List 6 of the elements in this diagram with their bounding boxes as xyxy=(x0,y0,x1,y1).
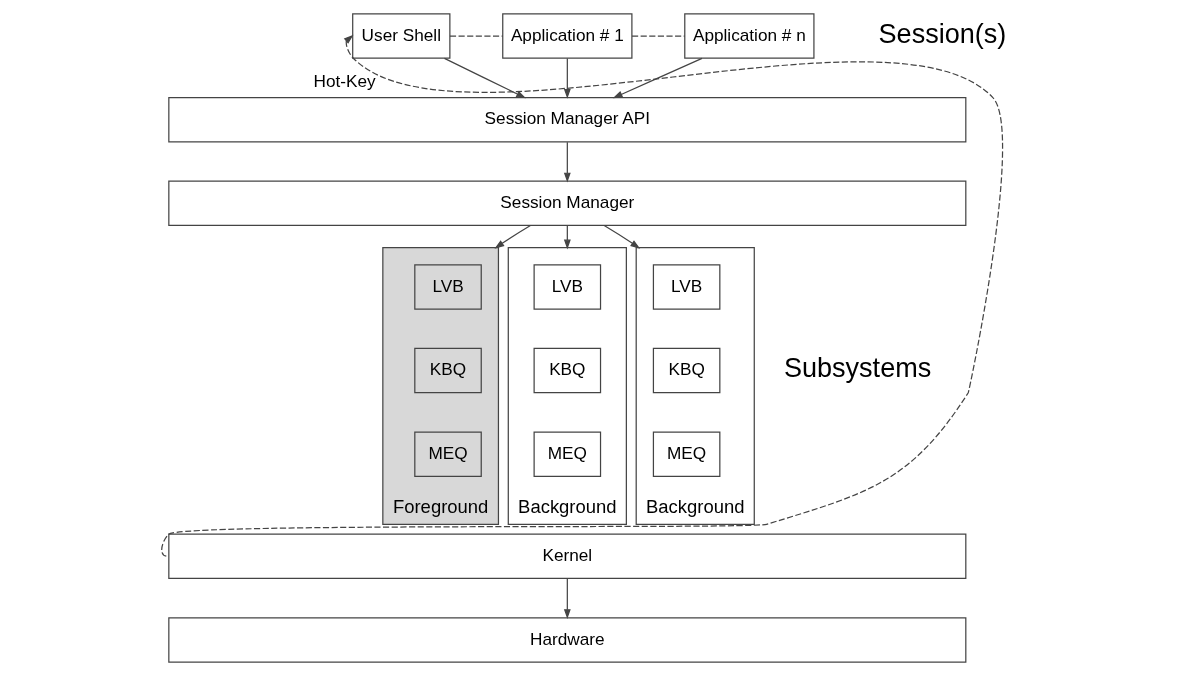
label: Subsystems xyxy=(783,352,931,383)
node-label: Background xyxy=(517,495,617,517)
node-label: Foreground xyxy=(392,495,488,517)
label: Session(s) xyxy=(878,18,1006,49)
edge-label: Hot-Key xyxy=(313,70,376,91)
node-label: Background xyxy=(645,495,744,517)
